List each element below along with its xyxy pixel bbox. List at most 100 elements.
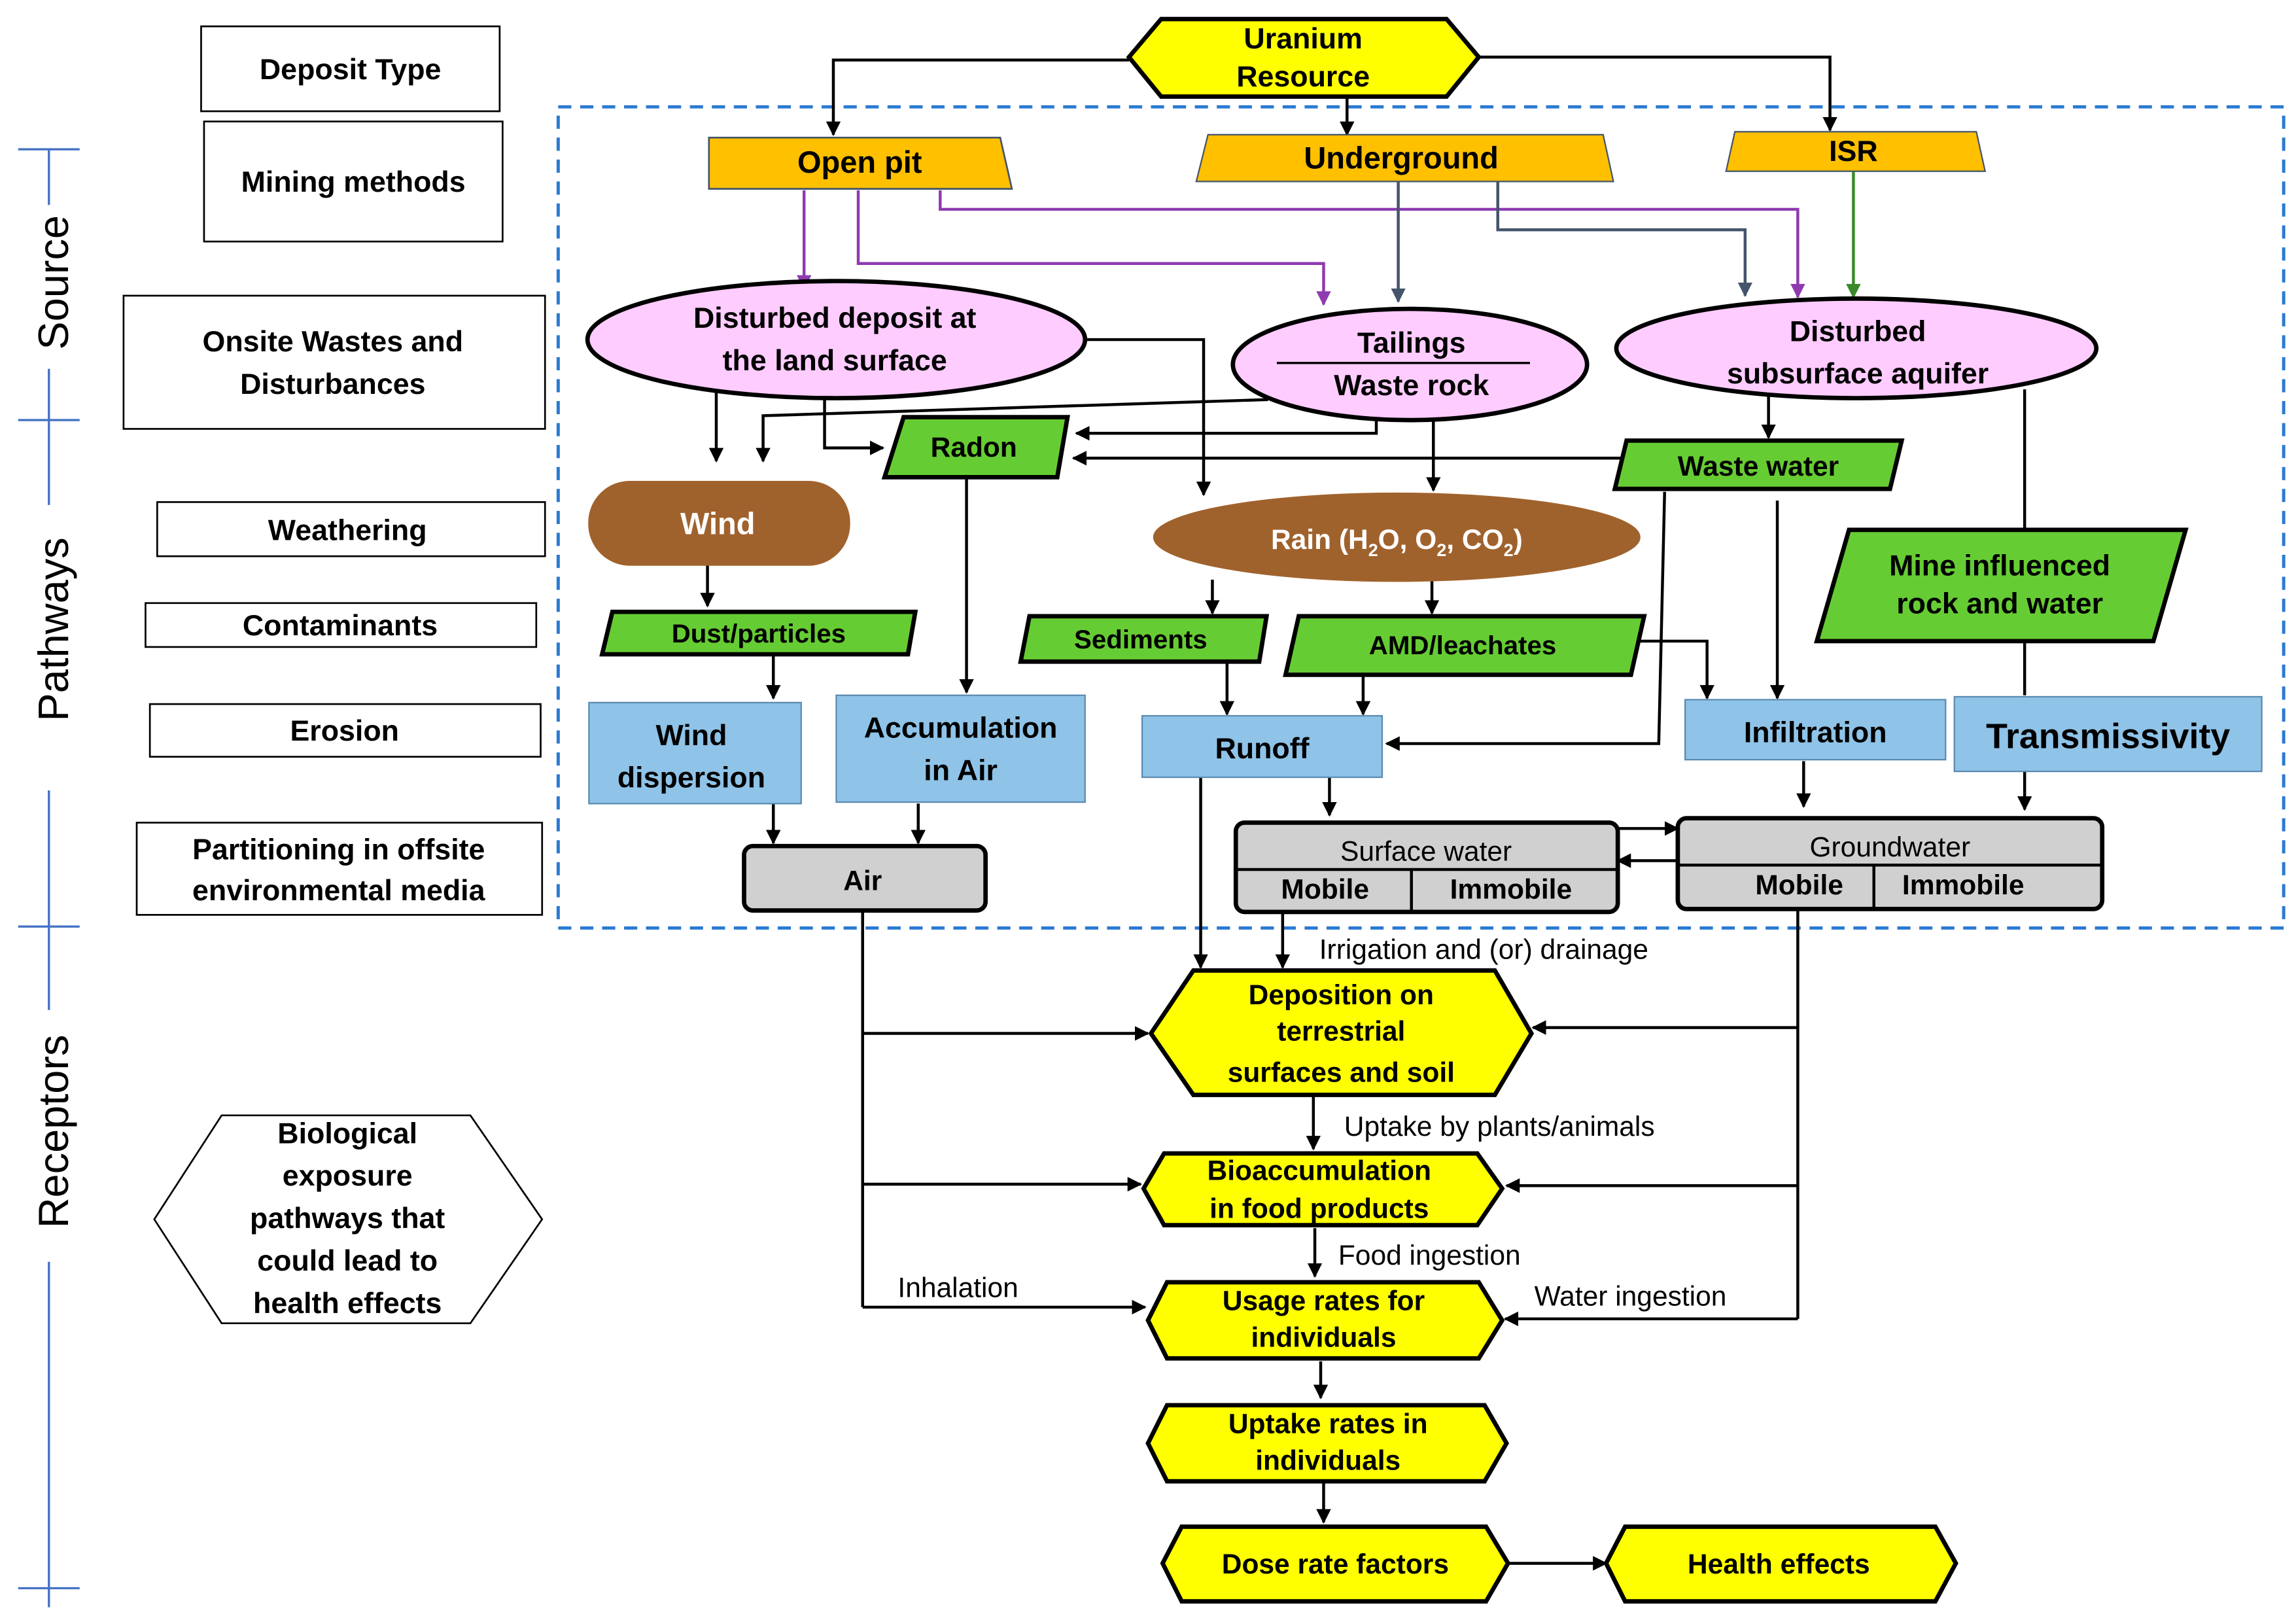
runoff-label: Runoff bbox=[1215, 732, 1309, 765]
legend-partitioning-box bbox=[135, 822, 544, 916]
radon-parallelogram bbox=[881, 415, 1070, 480]
disturbed-deposit-line1: Disturbed deposit at bbox=[693, 302, 977, 334]
disturbed-deposit-line2: the land surface bbox=[723, 344, 947, 377]
inhalation-label: Inhalation bbox=[897, 1273, 1018, 1303]
rain-ellipse bbox=[1153, 492, 1641, 582]
deposition-hexagon bbox=[1148, 968, 1535, 1097]
legend-erosion-box bbox=[148, 703, 542, 758]
usage-rates-line1: Usage rates for bbox=[1223, 1286, 1425, 1316]
bioaccumulation-line1: Bioaccumulation bbox=[1208, 1155, 1431, 1186]
air-label: Air bbox=[843, 866, 882, 896]
dust-particles-label: Dust/particles bbox=[672, 619, 846, 648]
legend-erosion: Erosion bbox=[290, 714, 399, 747]
isr-trapezoid bbox=[1725, 131, 1987, 172]
mining-connectors bbox=[797, 171, 1861, 306]
bioaccumulation-line2: in food products bbox=[1209, 1193, 1429, 1224]
legend-onsite-line2: Disturbances bbox=[240, 368, 425, 400]
food-ingestion-label: Food ingestion bbox=[1338, 1240, 1521, 1271]
uranium-resource-line2: Resource bbox=[1236, 60, 1370, 93]
legend-onsite-wastes-box bbox=[122, 294, 546, 430]
legend-deposit-type: Deposit Type bbox=[260, 53, 442, 86]
legend-deposit-type-box bbox=[200, 25, 501, 113]
disturbed-aquifer-line2: subsurface aquifer bbox=[1727, 357, 1989, 390]
dust-particles-parallelogram bbox=[599, 609, 918, 657]
mine-influenced-line2: rock and water bbox=[1896, 587, 2103, 620]
disturbed-aquifer-ellipse bbox=[1614, 296, 2099, 400]
legend-mining-methods-box bbox=[203, 120, 504, 243]
legend-weathering: Weathering bbox=[268, 514, 427, 547]
left-axis bbox=[18, 148, 80, 1607]
uptake-plants-label: Uptake by plants/animals bbox=[1344, 1112, 1655, 1142]
amd-leachates-parallelogram bbox=[1283, 614, 1647, 677]
wind-dispersion-line2: dispersion bbox=[617, 762, 765, 794]
runoff-box bbox=[1141, 714, 1383, 779]
uptake-rates-hexagon bbox=[1145, 1403, 1510, 1484]
accumulation-air-line1: Accumulation bbox=[864, 712, 1058, 745]
legend-mining-methods: Mining methods bbox=[241, 166, 466, 198]
wind-dispersion-line1: Wind bbox=[655, 719, 727, 752]
disturbed-deposit-ellipse bbox=[585, 279, 1088, 400]
health-effects-hexagon bbox=[1603, 1524, 1958, 1604]
isr-label: ISR bbox=[1829, 135, 1878, 167]
legend-bio-line3: pathways that bbox=[250, 1202, 445, 1235]
accumulation-air-line2: in Air bbox=[924, 754, 998, 786]
wind-label: Wind bbox=[680, 506, 755, 541]
legend-onsite-line1: Onsite Wastes and bbox=[203, 325, 464, 358]
sediments-parallelogram bbox=[1018, 614, 1270, 664]
infiltration-box bbox=[1684, 699, 1947, 761]
accumulation-air-box bbox=[835, 694, 1086, 803]
usage-rates-line2: individuals bbox=[1251, 1322, 1396, 1353]
uptake-rates-line2: individuals bbox=[1255, 1445, 1400, 1476]
rain-label: Rain (H2O, O2, CO2) bbox=[1271, 525, 1523, 560]
pathways-axis-label: Pathways bbox=[29, 537, 77, 721]
legend-partitioning-line1: Partitioning in offsite bbox=[192, 833, 485, 866]
amd-leachates-label: AMD/leachates bbox=[1369, 631, 1556, 660]
connectors bbox=[700, 56, 2032, 1571]
underground-label: Underground bbox=[1304, 140, 1498, 175]
transmissivity-box bbox=[1953, 695, 2263, 773]
irrigation-drainage-label: Irrigation and (or) drainage bbox=[1319, 934, 1648, 965]
mine-influenced-parallelogram bbox=[1813, 527, 2189, 644]
uranium-resource-hexagon bbox=[1126, 16, 1482, 99]
bioaccumulation-hexagon bbox=[1141, 1151, 1505, 1227]
source-pathways-boundary bbox=[556, 105, 2286, 930]
waste-water-parallelogram bbox=[1612, 438, 1905, 491]
underground-trapezoid bbox=[1195, 133, 1614, 183]
surface-water-label: Surface water bbox=[1340, 837, 1512, 868]
water-ingestion-label: Water ingestion bbox=[1535, 1282, 1727, 1312]
uranium-resource-line1: Uranium bbox=[1244, 22, 1362, 55]
deposition-line1: Deposition on bbox=[1249, 980, 1434, 1011]
surface-water-immobile: Immobile bbox=[1450, 875, 1573, 905]
source-axis-label: Source bbox=[29, 215, 77, 350]
infiltration-label: Infiltration bbox=[1744, 716, 1887, 748]
wind-box bbox=[588, 480, 850, 566]
surface-water-mobile: Mobile bbox=[1281, 875, 1369, 905]
legend-contaminants: Contaminants bbox=[243, 609, 438, 642]
legend-bio-line2: exposure bbox=[283, 1159, 413, 1192]
dose-rate-hexagon bbox=[1160, 1524, 1511, 1604]
radon-label: Radon bbox=[931, 432, 1017, 463]
legend-partitioning-line2: environmental media bbox=[192, 874, 486, 907]
air-box bbox=[742, 843, 988, 913]
legend-contaminants-box bbox=[145, 602, 538, 648]
uptake-rates-line1: Uptake rates in bbox=[1228, 1409, 1428, 1439]
legend-weathering-box bbox=[156, 501, 546, 557]
legend-bio-line4: could lead to bbox=[257, 1244, 438, 1277]
open-pit-trapezoid bbox=[708, 136, 1013, 190]
waste-water-label: Waste water bbox=[1678, 451, 1839, 482]
deposition-line3: surfaces and soil bbox=[1228, 1057, 1455, 1088]
surface-water-box bbox=[1233, 820, 1620, 915]
transmissivity-label: Transmissivity bbox=[1986, 716, 2230, 756]
receptors-axis-label: Receptors bbox=[29, 1035, 77, 1229]
groundwater-immobile: Immobile bbox=[1902, 870, 2025, 901]
health-effects-label: Health effects bbox=[1688, 1549, 1870, 1580]
dose-rate-label: Dose rate factors bbox=[1222, 1549, 1449, 1580]
deposition-line2: terrestrial bbox=[1277, 1017, 1405, 1047]
wind-dispersion-box bbox=[588, 701, 802, 805]
open-pit-label: Open pit bbox=[797, 145, 922, 179]
legend-biological-exposure-hexagon bbox=[153, 1114, 544, 1324]
usage-rates-hexagon bbox=[1145, 1280, 1505, 1361]
disturbed-aquifer-line1: Disturbed bbox=[1790, 315, 1926, 347]
groundwater-mobile: Mobile bbox=[1755, 870, 1843, 901]
